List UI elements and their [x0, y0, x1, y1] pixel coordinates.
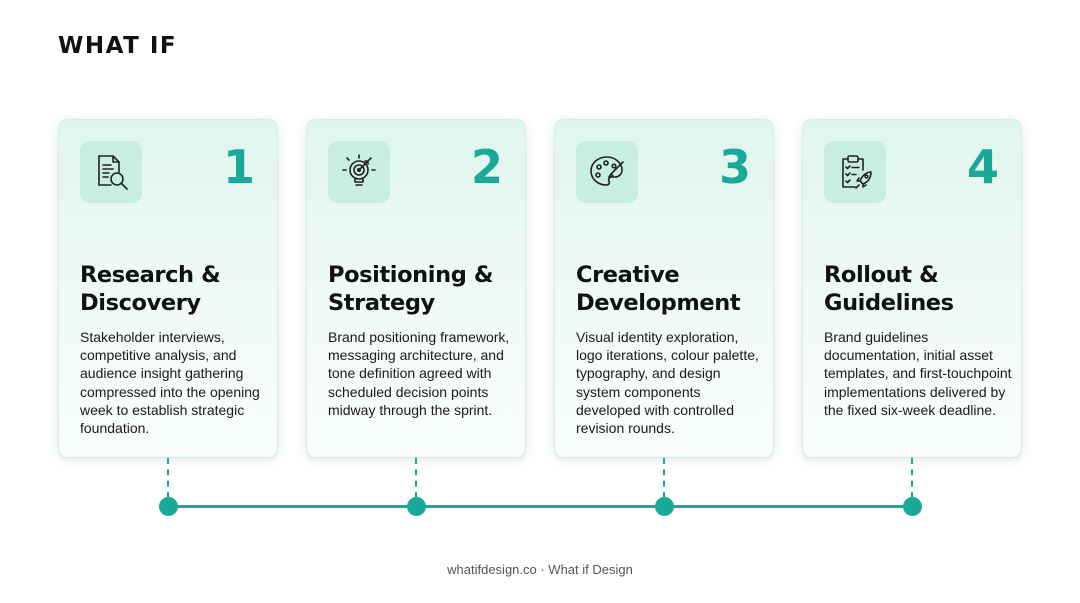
step-card-4: 4 Rollout & Guidelines Brand guidelines …: [802, 119, 1022, 458]
step-number: 1: [222, 140, 255, 194]
palette-icon: [576, 141, 638, 203]
timeline: [0, 458, 1080, 518]
timeline-connector: [167, 458, 169, 498]
clipboard-rocket-icon: [824, 141, 886, 203]
timeline-connector: [663, 458, 665, 498]
timeline-dot: [903, 497, 922, 516]
step-title-line: Positioning &: [328, 262, 494, 288]
step-title-line: Rollout &: [824, 262, 939, 288]
step-title-line: Creative: [576, 262, 680, 288]
timeline-line: [168, 505, 912, 508]
step-card-1: 1 Research & Discovery Stakeholder inter…: [58, 119, 278, 458]
step-title: Positioning & Strategy: [328, 261, 518, 317]
step-description: Stakeholder interviews, competitive anal…: [80, 329, 260, 437]
step-number: 4: [966, 140, 999, 194]
step-title-line: Guidelines: [824, 290, 954, 316]
process-steps: 1 Research & Discovery Stakeholder inter…: [58, 119, 1022, 458]
step-title: Creative Development: [576, 261, 766, 317]
step-description: Brand guidelines documentation, initial …: [824, 329, 1012, 418]
document-search-icon: [80, 141, 142, 203]
step-number: 3: [718, 140, 751, 194]
footer-credit: whatifdesign.co · What if Design: [447, 562, 633, 577]
step-title-line: Strategy: [328, 290, 435, 316]
step-description: Brand positioning framework, messaging a…: [328, 329, 510, 418]
step-description: Visual identity exploration, logo iterat…: [576, 329, 759, 437]
timeline-dot: [655, 497, 674, 516]
lightbulb-target-icon: [328, 141, 390, 203]
step-card-2: 2 Positioning & Strategy Brand positioni…: [306, 119, 526, 458]
step-title-line: Discovery: [80, 290, 201, 316]
step-number: 2: [470, 140, 503, 194]
step-title-line: Development: [576, 290, 741, 316]
step-card-3: 3 Creative Development Visual identity e…: [554, 119, 774, 458]
brand-logo: WHAT IF: [58, 33, 178, 59]
step-title: Research & Discovery: [80, 261, 270, 317]
timeline-dot: [407, 497, 426, 516]
step-title-line: Research &: [80, 262, 221, 288]
timeline-connector: [415, 458, 417, 498]
step-title: Rollout & Guidelines: [824, 261, 1014, 317]
timeline-dot: [159, 497, 178, 516]
timeline-connector: [911, 458, 913, 498]
